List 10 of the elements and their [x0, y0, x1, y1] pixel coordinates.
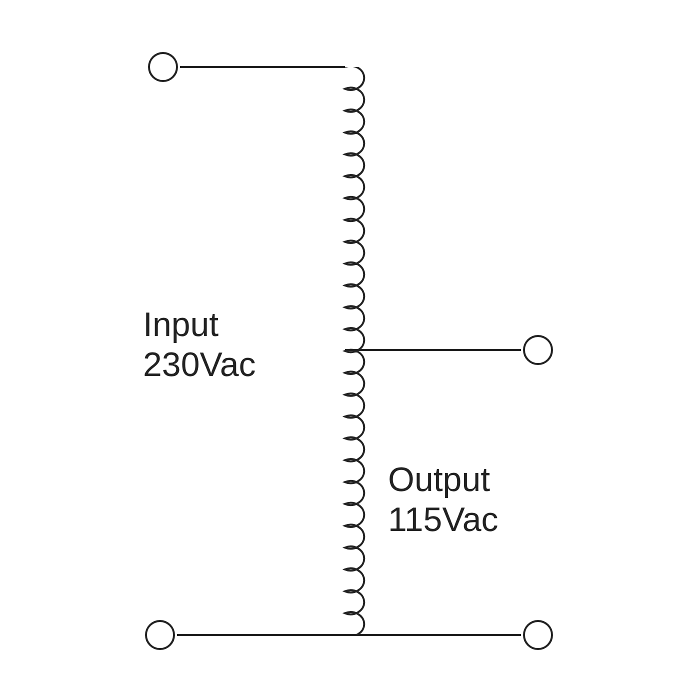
- voltage-label: Output 115Vac: [388, 460, 500, 540]
- wire: [180, 66, 345, 68]
- wire: [345, 349, 521, 351]
- terminal-circle: [523, 335, 553, 365]
- terminal-circle: [523, 620, 553, 650]
- wire: [345, 634, 521, 636]
- terminal-circle: [148, 52, 178, 82]
- terminal-circle: [145, 620, 175, 650]
- wire: [177, 634, 345, 636]
- voltage-label: Input 230Vac: [143, 305, 257, 385]
